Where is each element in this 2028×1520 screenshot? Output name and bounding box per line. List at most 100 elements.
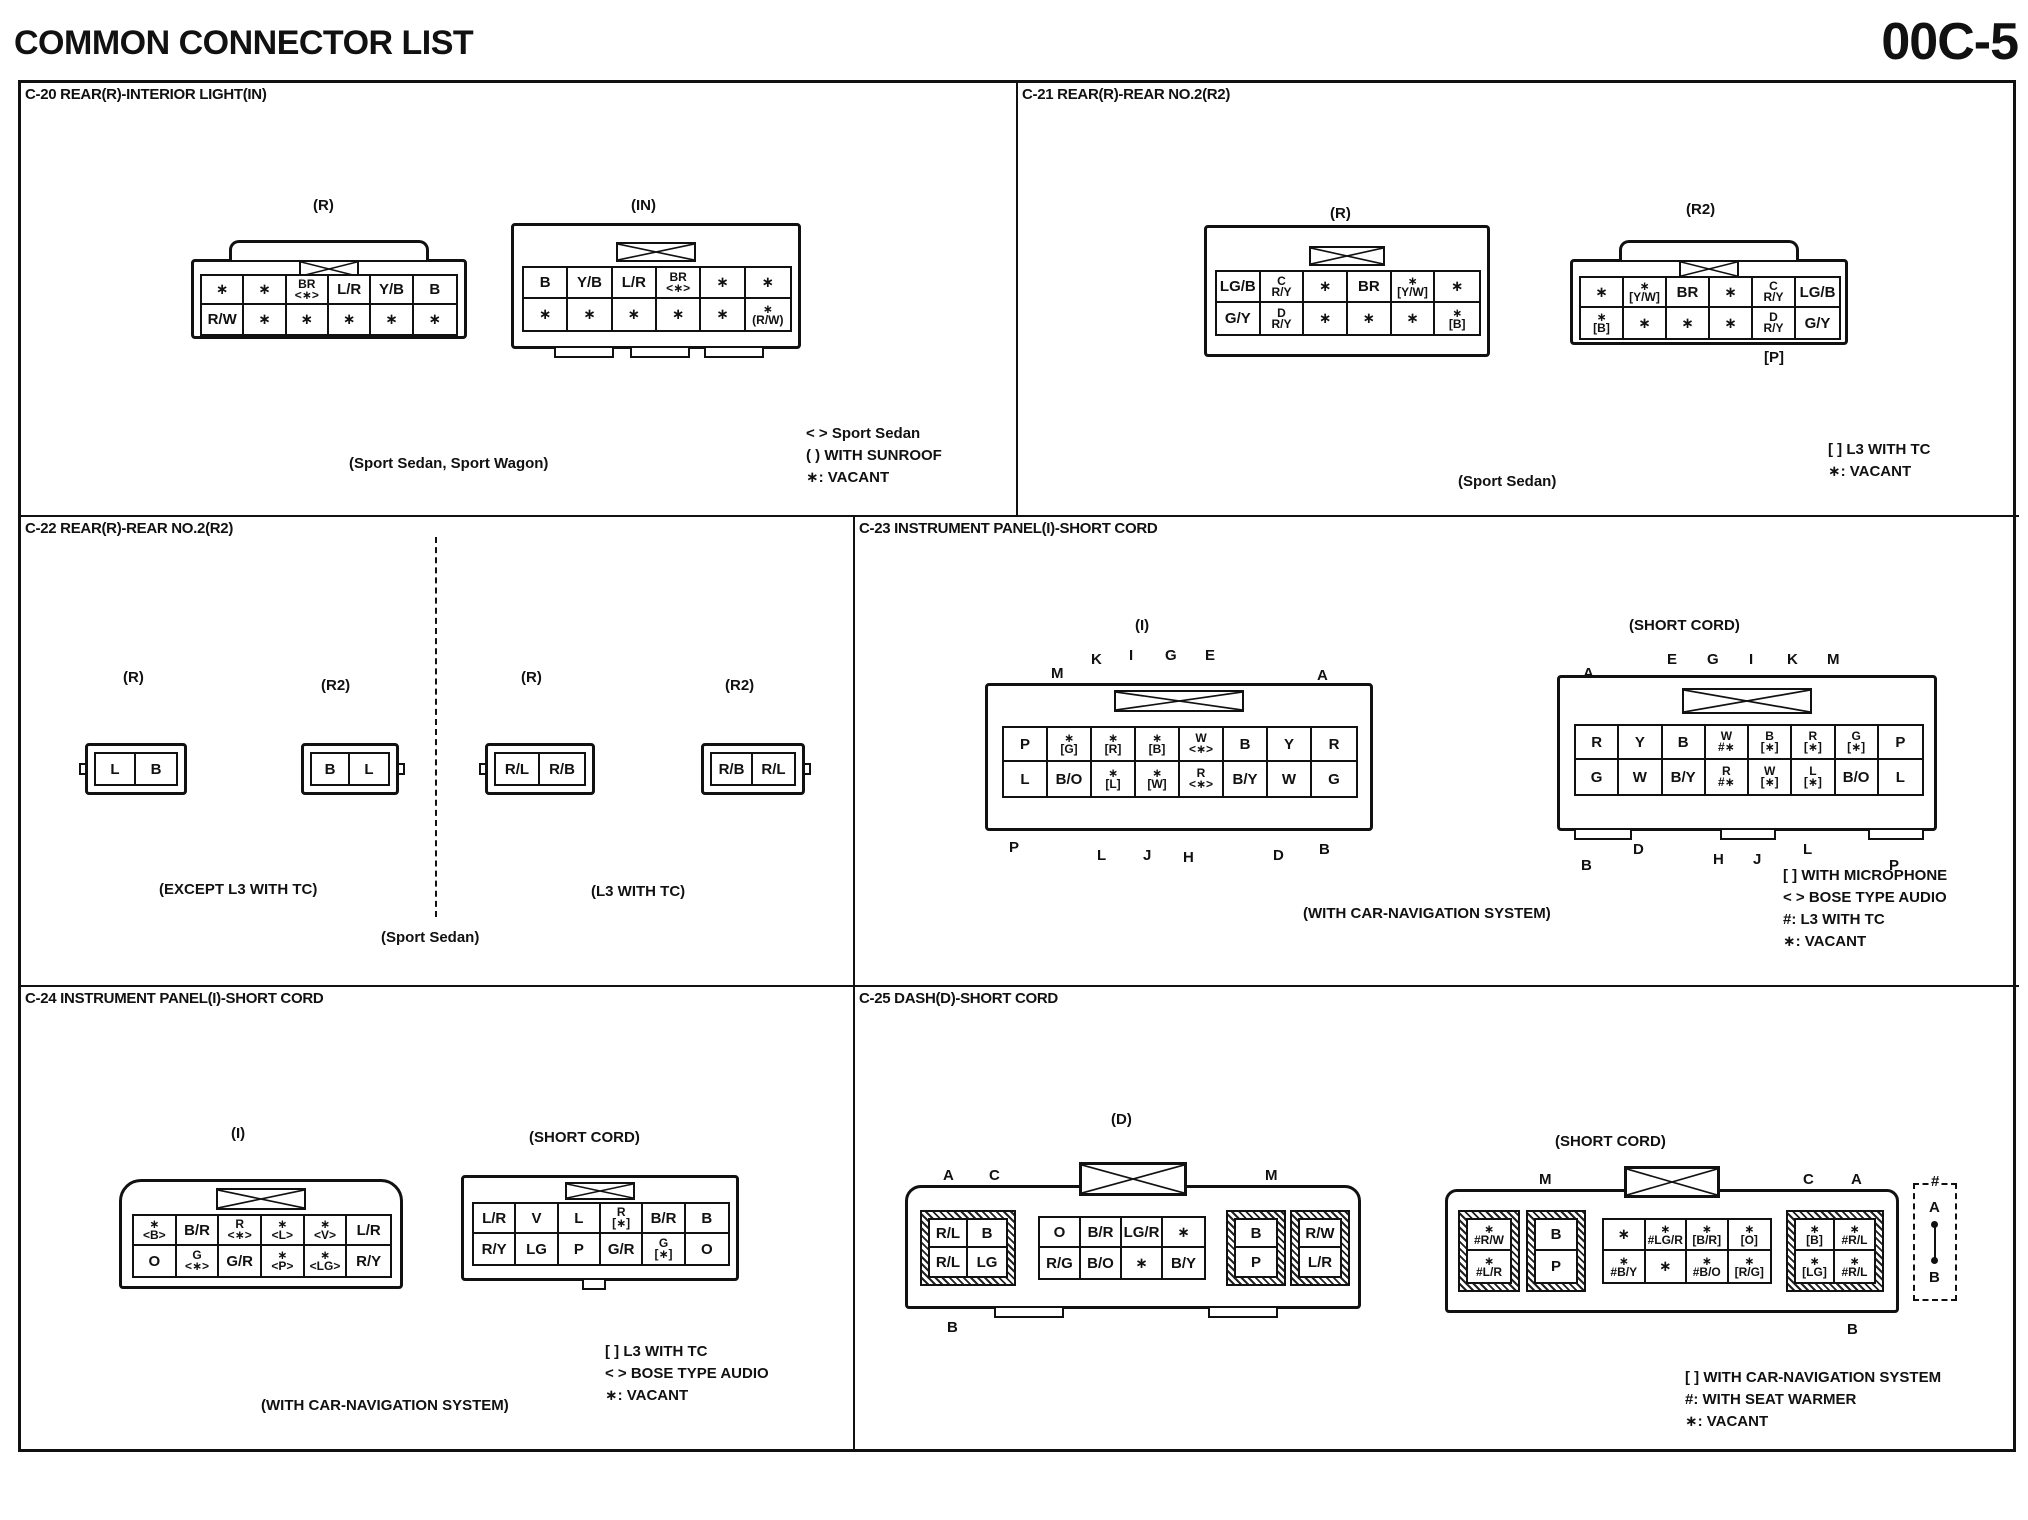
pin-cell: D R/Y bbox=[1753, 308, 1796, 338]
pin-cell: ∗ bbox=[428, 311, 442, 328]
subtitle-c21: (Sport Sedan) bbox=[1458, 473, 1557, 490]
pin-cell: ∗ #L/R bbox=[1468, 1251, 1510, 1282]
pin-cell: V bbox=[516, 1204, 559, 1234]
pin-cell: G bbox=[1328, 770, 1340, 788]
pin-letter: A bbox=[1851, 1171, 1862, 1188]
pin-note-p: [P] bbox=[1764, 349, 1784, 366]
pin-cell: ∗ bbox=[1667, 308, 1710, 338]
pin-letter: I bbox=[1129, 647, 1134, 664]
pin-cell: ∗ bbox=[1604, 1220, 1646, 1251]
legend-dot-a bbox=[1931, 1221, 1938, 1228]
pin-cell: R <∗> bbox=[1180, 762, 1224, 796]
pin-letter: E bbox=[1667, 651, 1678, 668]
panel-title-c22: C-22 REAR(R)-REAR NO.2(R2) bbox=[25, 520, 234, 537]
pin-cell: L/R bbox=[328, 276, 372, 305]
pin-cell: R/B bbox=[712, 754, 753, 784]
pin-cell: ∗ bbox=[1304, 303, 1348, 334]
pin-cell: O bbox=[700, 1240, 713, 1258]
pin-cell: R/G bbox=[1040, 1248, 1081, 1278]
pin-cell: ∗ bbox=[568, 299, 613, 330]
pin-letter: P bbox=[1889, 857, 1900, 874]
panel-c21: C-21 REAR(R)-REAR NO.2(R2) (R) (R2) LG/B… bbox=[1018, 83, 2019, 517]
pin-cell: B bbox=[1536, 1220, 1576, 1251]
pin-cell: B bbox=[1662, 726, 1706, 760]
pin-letter: G bbox=[1165, 647, 1177, 664]
legend-note: ∗: VACANT bbox=[806, 469, 890, 486]
pin-letter: D bbox=[1633, 841, 1644, 858]
pin-cell: B bbox=[1236, 1220, 1276, 1248]
pin-cell: ∗ [R/G] bbox=[1734, 1253, 1764, 1279]
pin-grid-sc-block4: ∗ [B]∗ #R/L∗ [LG]∗ #R/L bbox=[1794, 1218, 1876, 1284]
pin-grid-sc-block3: ∗∗ #LG/R∗ [B/R]∗ [O]∗ #B/Y∗∗ #B/O∗ [R/G] bbox=[1602, 1218, 1772, 1284]
pin-cell: Y/B bbox=[568, 268, 613, 299]
legend-note: ∗: VACANT bbox=[1828, 463, 1912, 480]
pin-cell: D R/Y bbox=[1261, 303, 1305, 334]
pin-cell: L bbox=[96, 754, 136, 784]
pin-cell: G [∗] bbox=[1835, 726, 1879, 760]
connector-label-i: (I) bbox=[231, 1125, 246, 1142]
pin-cell: ∗ bbox=[701, 299, 746, 330]
pin-cell: G/R bbox=[219, 1246, 262, 1276]
pin-cell: B/R bbox=[643, 1204, 686, 1234]
pin-cell: R/L bbox=[496, 754, 540, 784]
pin-cell: W bbox=[1619, 760, 1663, 794]
panel-title-c23: C-23 INSTRUMENT PANEL(I)-SHORT CORD bbox=[859, 520, 1158, 537]
pin-cell: B bbox=[150, 760, 162, 778]
connector-label-i: (I) bbox=[1135, 617, 1150, 634]
pin-cell: ∗ #R/L bbox=[1835, 1220, 1874, 1251]
pin-cell: R/W bbox=[1300, 1220, 1340, 1248]
pin-cell: ∗ [B] bbox=[1796, 1220, 1835, 1251]
pin-cell: L bbox=[1004, 762, 1048, 796]
connector-label-r2: (R2) bbox=[725, 677, 755, 694]
pin-cell: ∗ <L> bbox=[262, 1216, 305, 1246]
pin-cell: ∗ [G] bbox=[1048, 728, 1092, 762]
pin-cell: O bbox=[134, 1246, 177, 1276]
pin-cell: ∗ [W] bbox=[1136, 762, 1180, 796]
group-label-except-l3: (EXCEPT L3 WITH TC) bbox=[159, 881, 318, 898]
legend-dot-b bbox=[1931, 1257, 1938, 1264]
pin-letter: B bbox=[1319, 841, 1330, 858]
pin-cell: B bbox=[968, 1220, 1006, 1248]
pin-cell: LG/B bbox=[1217, 272, 1261, 303]
pin-cell: ∗ <LG> bbox=[305, 1246, 348, 1276]
pin-cell: ∗ bbox=[613, 299, 657, 330]
divider-line bbox=[435, 537, 437, 917]
pin-letter: A bbox=[1317, 667, 1328, 684]
pin-cell: ∗ [B] bbox=[1581, 308, 1624, 338]
pin-letter: K bbox=[1787, 651, 1798, 668]
pin-cell: C R/Y bbox=[1260, 272, 1305, 303]
pin-cell: R/L bbox=[930, 1220, 968, 1248]
pin-cell: B/Y bbox=[1663, 760, 1706, 794]
pin-cell: ∗ bbox=[524, 299, 569, 330]
page-title: COMMON CONNECTOR LIST bbox=[14, 24, 474, 62]
pin-cell: W bbox=[1268, 762, 1312, 796]
pin-cell: B bbox=[524, 268, 569, 299]
pin-letter: J bbox=[1753, 851, 1762, 868]
legend-note: #: WITH SEAT WARMER bbox=[1685, 1391, 1857, 1408]
pin-letter: B bbox=[1581, 857, 1592, 874]
pin-letter: E bbox=[1205, 647, 1216, 664]
pin-cell: ∗ [O] bbox=[1728, 1220, 1770, 1251]
pin-cell: ∗ bbox=[244, 305, 287, 334]
pin-cell: ∗ bbox=[1624, 308, 1667, 338]
pin-cell: ∗ [L] bbox=[1092, 762, 1136, 796]
pin-cell: LG bbox=[516, 1234, 559, 1264]
notes-c21: [ ] L3 WITH TC∗: VACANT bbox=[1828, 439, 1930, 483]
pin-cell: ∗ [LG] bbox=[1796, 1251, 1835, 1282]
pin-cell: ∗ bbox=[1710, 278, 1753, 308]
